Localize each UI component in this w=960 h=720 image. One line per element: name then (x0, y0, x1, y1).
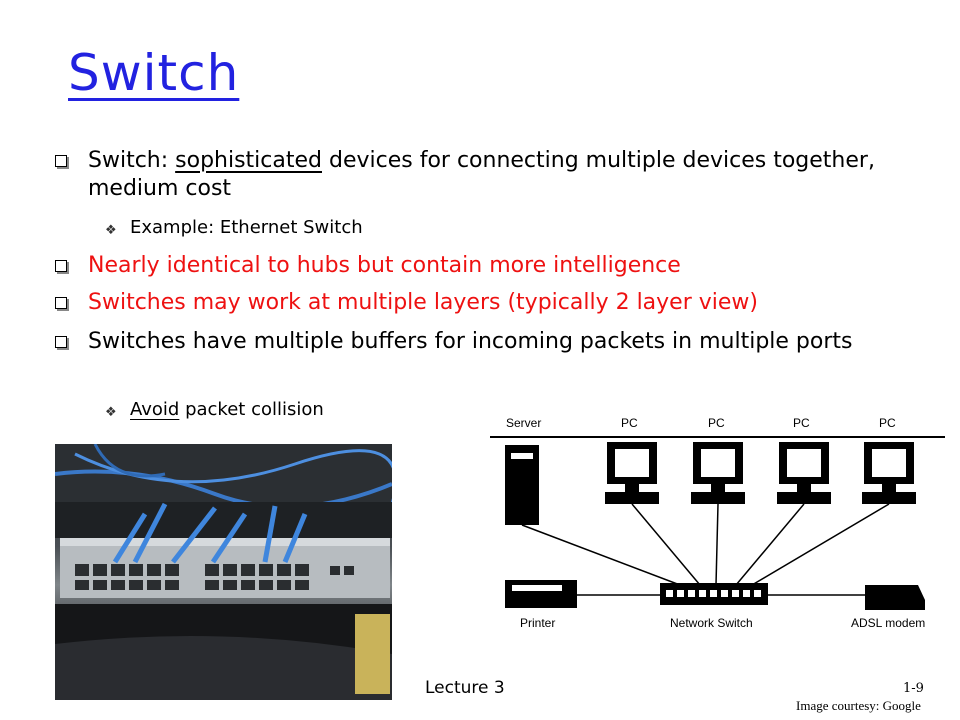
bullet-text: Nearly identical to hubs but contain mor… (88, 253, 681, 278)
pc-icons (605, 442, 916, 504)
label-printer: Printer (520, 616, 556, 630)
label-network-switch: Network Switch (670, 616, 753, 630)
network-diagram-svg (490, 436, 945, 610)
label-pc-1: PC (621, 416, 638, 430)
sub-bullet-example: ❖ Example: Ethernet Switch (105, 216, 363, 240)
ethernet-switch-photo (55, 444, 392, 700)
adsl-modem-icon (865, 585, 925, 610)
bullet-text-pre: Switch: (88, 148, 176, 173)
sub-bullet-text: Example: Ethernet Switch (130, 217, 363, 238)
slide-title: Switch (68, 44, 240, 102)
bullet-layers: Switches may work at multiple layers (ty… (55, 289, 895, 317)
image-courtesy: Image courtesy: Google (796, 698, 921, 713)
footer-page-number: 1-9 (903, 681, 924, 696)
bullet-switch-definition: Switch: sophisticated devices for connec… (55, 147, 895, 203)
sub-bullet-avoid-collision: ❖ Avoid packet collision (105, 398, 324, 422)
label-server: Server (506, 416, 542, 430)
ethernet-switch-illustration (55, 444, 392, 700)
diamond-bullet-icon: ❖ (105, 405, 117, 420)
label-pc-3: PC (793, 416, 810, 430)
bullet-text: Switches may work at multiple layers (ty… (88, 290, 759, 315)
diamond-bullet-icon: ❖ (105, 223, 117, 238)
square-bullet-icon (55, 297, 67, 309)
bullet-text-underlined: sophisticated (175, 148, 322, 173)
bullet-text: Switches have multiple buffers for incom… (88, 329, 853, 354)
label-adsl-modem: ADSL modem (851, 616, 926, 630)
bullet-hubs-comparison: Nearly identical to hubs but contain mor… (55, 252, 895, 280)
square-bullet-icon (55, 336, 67, 348)
label-pc-2: PC (708, 416, 725, 430)
network-diagram: Server PC PC PC PC Printer Network Switc… (480, 400, 950, 640)
bullet-buffers: Switches have multiple buffers for incom… (55, 328, 895, 356)
sub-bullet-text-post: packet collision (179, 399, 324, 420)
sub-bullet-underlined: Avoid (130, 399, 180, 420)
printer-icon (505, 580, 577, 608)
bullet-text-post: devices for connecting multiple devices … (88, 148, 875, 201)
square-bullet-icon (55, 155, 67, 167)
footer-lecture: Lecture 3 (425, 678, 505, 698)
label-pc-4: PC (879, 416, 896, 430)
square-bullet-icon (55, 260, 67, 272)
